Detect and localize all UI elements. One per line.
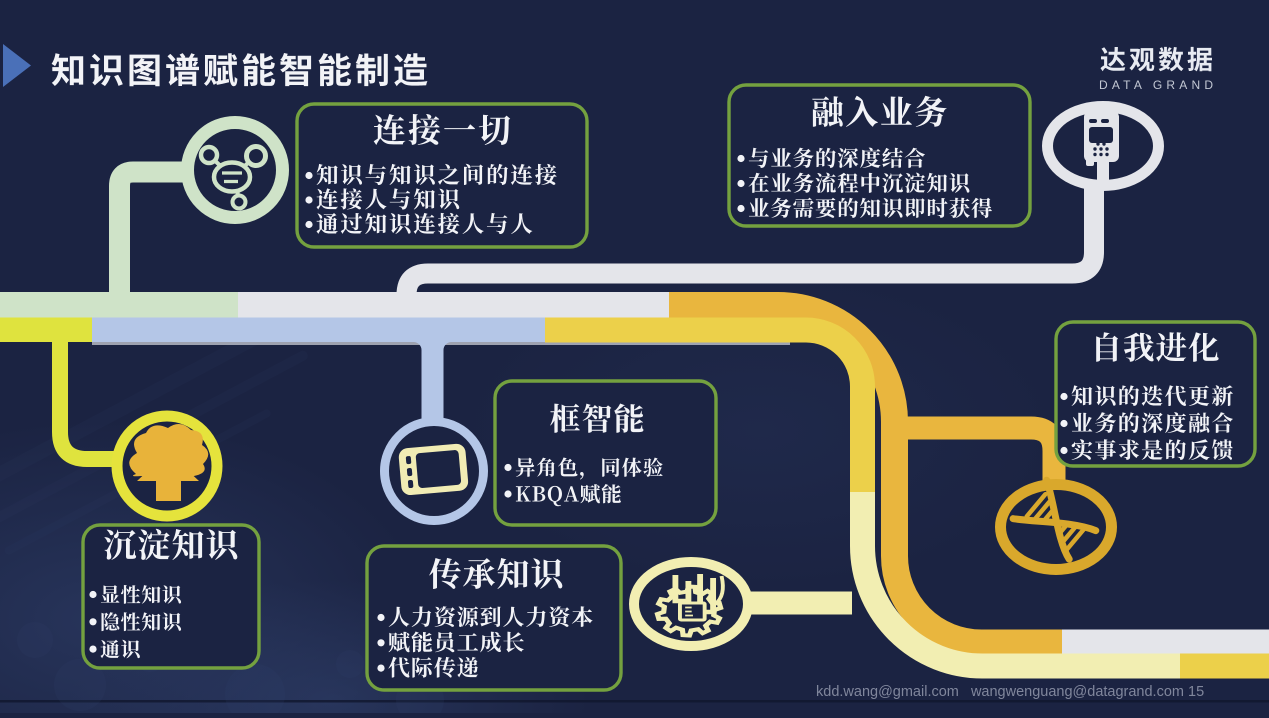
svg-text:DATA GRAND: DATA GRAND: [1099, 78, 1217, 92]
svg-text:kdd.wang@gmail.com wangwengu: kdd.wang@gmail.com wangwenguang@datagran…: [816, 684, 1204, 700]
